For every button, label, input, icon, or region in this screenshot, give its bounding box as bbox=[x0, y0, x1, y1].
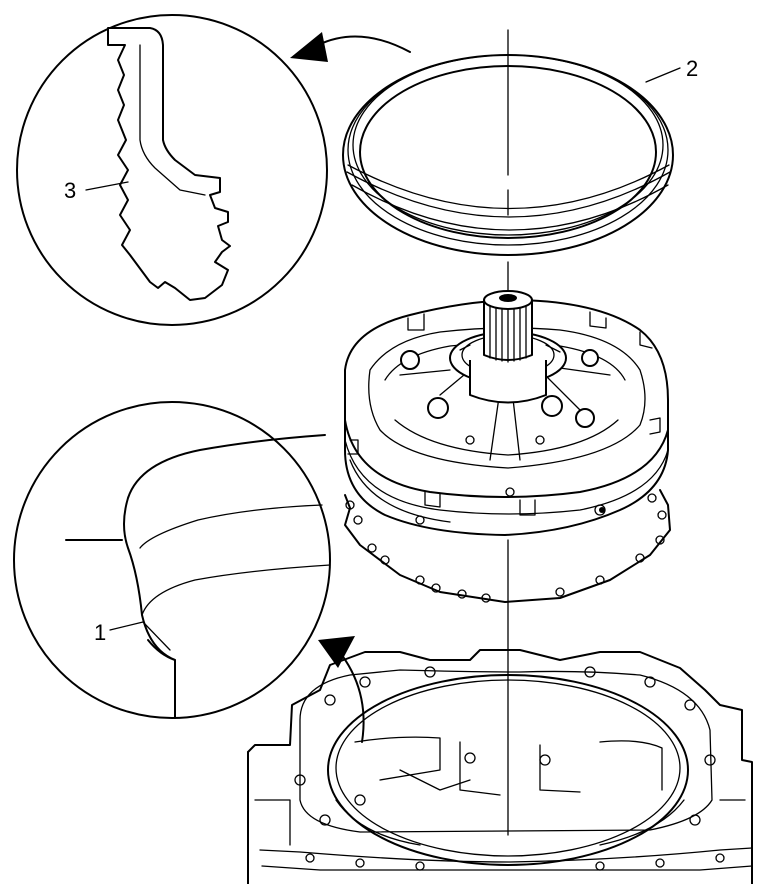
curved-arrow-to-bottom-detail bbox=[318, 636, 365, 743]
curved-arrow-to-top-detail bbox=[290, 32, 411, 62]
gasket-holes bbox=[345, 493, 667, 603]
pump-assembly bbox=[344, 290, 671, 603]
case-lower-bolts bbox=[305, 853, 725, 871]
leader-lines bbox=[85, 67, 681, 651]
seal-profile-detail bbox=[16, 14, 328, 326]
seal-ring bbox=[342, 54, 674, 256]
callout-label-1: 1 bbox=[94, 620, 107, 645]
transmission-case bbox=[247, 649, 753, 884]
callout-label-2: 2 bbox=[686, 56, 699, 81]
shaft-splines bbox=[489, 305, 527, 363]
seat-profile-detail bbox=[13, 401, 331, 719]
callout-label-3: 3 bbox=[64, 178, 77, 203]
case-bolt-holes bbox=[294, 666, 716, 826]
